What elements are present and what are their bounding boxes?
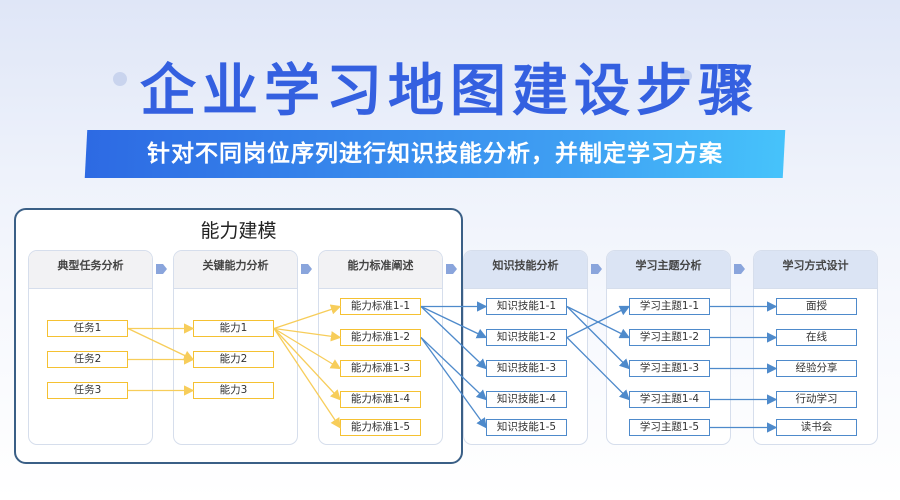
stage-column: 知识技能分析 [463, 250, 588, 445]
diagram-node: 能力2 [193, 351, 274, 368]
link-arrow [566, 306, 630, 370]
stage-column: 关键能力分析 [173, 250, 298, 445]
diagram-node: 在线 [776, 329, 857, 346]
diagram-node: 任务3 [47, 382, 128, 399]
diagram-node: 任务2 [47, 351, 128, 368]
stage-header: 知识技能分析 [464, 251, 587, 289]
diagram-node: 任务1 [47, 320, 128, 337]
link-arrow [273, 304, 342, 330]
diagram-node: 经验分享 [776, 360, 857, 377]
diagram-node: 知识技能1-1 [486, 298, 567, 315]
stage-column: 能力标准阐述 [318, 250, 443, 445]
page-title: 企业学习地图建设步骤 [140, 59, 760, 124]
diagram-node: 能力标准1-5 [340, 419, 421, 436]
diagram-node: 读书会 [776, 419, 857, 436]
diagram-node: 学习主题1-3 [629, 360, 710, 377]
link-arrow [273, 328, 341, 429]
stage-header: 能力标准阐述 [319, 251, 442, 289]
diagram-node: 行动学习 [776, 391, 857, 408]
stage-column: 学习方式设计 [753, 250, 878, 445]
diagram-node: 能力3 [193, 382, 274, 399]
diagram-node: 学习主题1-4 [629, 391, 710, 408]
diagram-node: 学习主题1-2 [629, 329, 710, 346]
decor-dot [680, 70, 692, 82]
diagram-node: 知识技能1-2 [486, 329, 567, 346]
diagram-node: 知识技能1-5 [486, 419, 567, 436]
diagram-node: 能力标准1-4 [340, 391, 421, 408]
diagram-node: 能力1 [193, 320, 274, 337]
link-arrow [273, 328, 341, 401]
link-arrow [566, 305, 631, 339]
link-arrow [127, 327, 195, 361]
stage-column: 典型任务分析 [28, 250, 153, 445]
link-arrow [420, 337, 487, 429]
diagram-node: 学习主题1-5 [629, 419, 710, 436]
diagram-node: 能力标准1-1 [340, 298, 421, 315]
decor-dot [113, 72, 127, 86]
stage-header: 学习主题分析 [607, 251, 730, 289]
link-arrow [420, 306, 487, 370]
diagram-node: 面授 [776, 298, 857, 315]
stage-header: 关键能力分析 [174, 251, 297, 289]
diagram-node: 知识技能1-4 [486, 391, 567, 408]
group-title: 能力建模 [200, 220, 277, 242]
link-arrow [273, 327, 342, 342]
stage-header: 典型任务分析 [29, 251, 152, 289]
link-arrow [420, 337, 487, 401]
stage-header: 学习方式设计 [754, 251, 877, 289]
diagram-node: 能力标准1-3 [340, 360, 421, 377]
subtitle: 针对不同岗位序列进行知识技能分析，并制定学习方案 [147, 141, 723, 167]
stage-column: 学习主题分析 [606, 250, 731, 445]
link-arrow [420, 305, 488, 339]
diagram-node: 能力标准1-2 [340, 329, 421, 346]
diagram-node: 知识技能1-3 [486, 360, 567, 377]
link-arrow [273, 327, 342, 370]
link-arrow [566, 337, 630, 401]
